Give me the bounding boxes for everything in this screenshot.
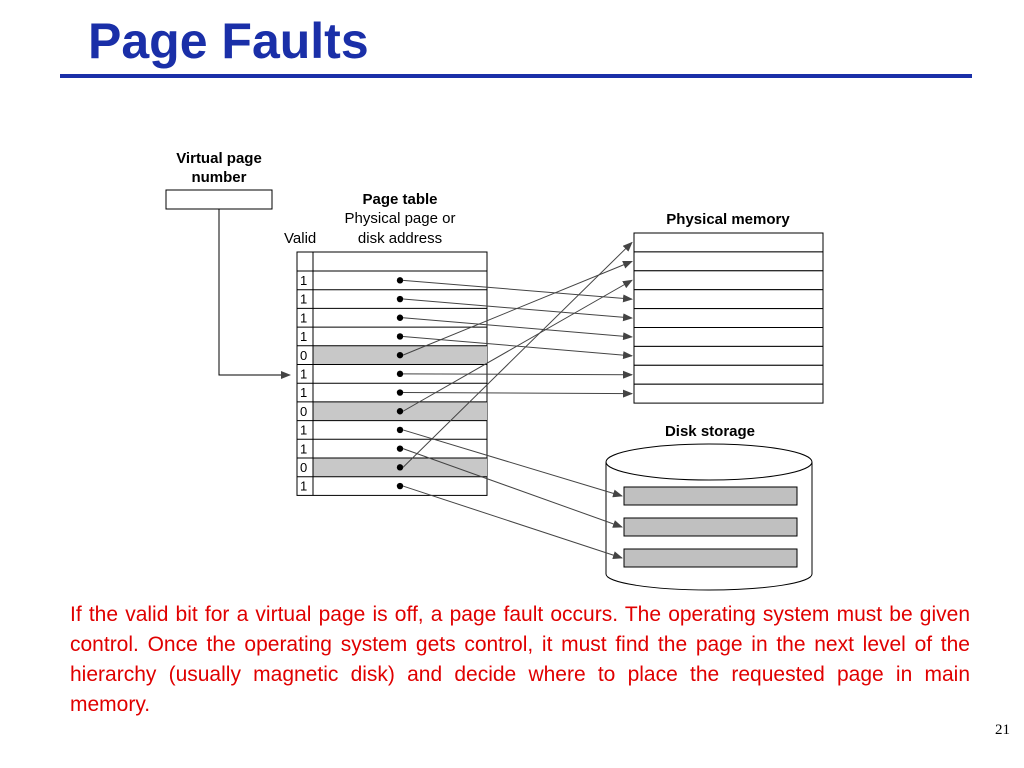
page-table-row: 1 <box>297 382 487 400</box>
valid-bit: 1 <box>300 479 307 494</box>
mapping-arrow <box>402 241 633 468</box>
memory-frame <box>633 345 824 366</box>
page-table-row: 1 <box>297 289 487 307</box>
address-dot <box>396 464 404 471</box>
page-table-row: 1 <box>297 307 487 325</box>
valid-bit: 1 <box>300 367 307 382</box>
page-table-row: 1 <box>297 420 487 438</box>
disk-block <box>623 486 798 506</box>
virtual-page-number-box <box>165 189 273 210</box>
valid-column-label: Valid <box>284 230 316 247</box>
page-table-row: 1 <box>297 326 487 344</box>
valid-bit: 1 <box>300 329 307 344</box>
valid-bit: 1 <box>300 423 307 438</box>
mapping-arrow <box>402 279 633 412</box>
memory-frame <box>633 251 824 272</box>
caption-text: If the valid bit for a virtual page is o… <box>70 603 970 716</box>
page-table-row: 1 <box>297 364 487 382</box>
address-dot <box>396 314 404 321</box>
slide-title: Page Faults <box>88 13 369 69</box>
address-dot <box>396 445 404 452</box>
page-number: 21 <box>995 722 1010 738</box>
page-table-row: 1 <box>297 476 487 494</box>
title-underline <box>60 74 972 78</box>
mapping-arrow <box>402 370 633 379</box>
page-table-title: Page table <box>362 191 437 208</box>
page-table-row: 1 <box>297 438 487 456</box>
valid-bit: 1 <box>300 441 307 456</box>
mapping-arrow <box>402 389 633 398</box>
disk-block <box>623 548 798 568</box>
memory-frame <box>633 308 824 329</box>
mapping-arrow <box>402 260 633 356</box>
page-table: 1 1 1 1 0 1 1 0 1 1 0 1 <box>296 251 488 496</box>
page-table-row: 1 <box>297 270 487 288</box>
address-dot <box>396 370 404 378</box>
virtual-page-label-line1: Virtual page <box>176 150 262 167</box>
memory-frame <box>633 289 824 310</box>
page-table-col-line1: Physical page or <box>345 210 456 227</box>
address-dot <box>396 351 404 359</box>
mapping-arrow <box>402 448 623 528</box>
valid-bit: 0 <box>300 348 307 363</box>
disk-storage-label: Disk storage <box>665 423 755 440</box>
address-dot <box>396 408 404 415</box>
valid-bit: 1 <box>300 292 307 307</box>
mapping-arrow <box>402 429 623 498</box>
valid-bit: 0 <box>300 404 307 419</box>
memory-frame <box>633 383 824 404</box>
mapping-arrow <box>402 317 633 341</box>
disk-blocks <box>623 486 798 568</box>
address-dot <box>396 426 404 434</box>
valid-bit: 1 <box>300 385 307 400</box>
address-dot <box>396 295 404 303</box>
address-dot <box>396 277 404 284</box>
memory-frame <box>633 364 824 385</box>
physical-memory-label: Physical memory <box>666 211 790 228</box>
valid-bit: 1 <box>300 310 307 325</box>
page-table-row: 0 <box>297 457 487 477</box>
mapping-arrow <box>402 485 623 559</box>
physical-memory <box>633 232 824 404</box>
disk-block <box>623 517 798 537</box>
mapping-arrow <box>402 279 633 303</box>
memory-frame <box>633 232 824 253</box>
vpn-index-arrow <box>218 209 291 379</box>
virtual-page-label-line2: number <box>191 169 246 186</box>
address-dot <box>396 389 404 396</box>
valid-bit: 0 <box>300 460 307 475</box>
page-table-row: 0 <box>297 345 487 365</box>
page-table-col-line2: disk address <box>358 230 442 247</box>
page-table-row: 0 <box>297 401 487 421</box>
valid-bit: 1 <box>300 273 307 288</box>
disk-cylinder <box>605 443 813 591</box>
address-dot <box>396 333 404 340</box>
memory-frame <box>633 327 824 347</box>
mapping-arrows <box>402 241 633 559</box>
memory-frame <box>633 270 824 291</box>
address-dot <box>396 482 404 490</box>
